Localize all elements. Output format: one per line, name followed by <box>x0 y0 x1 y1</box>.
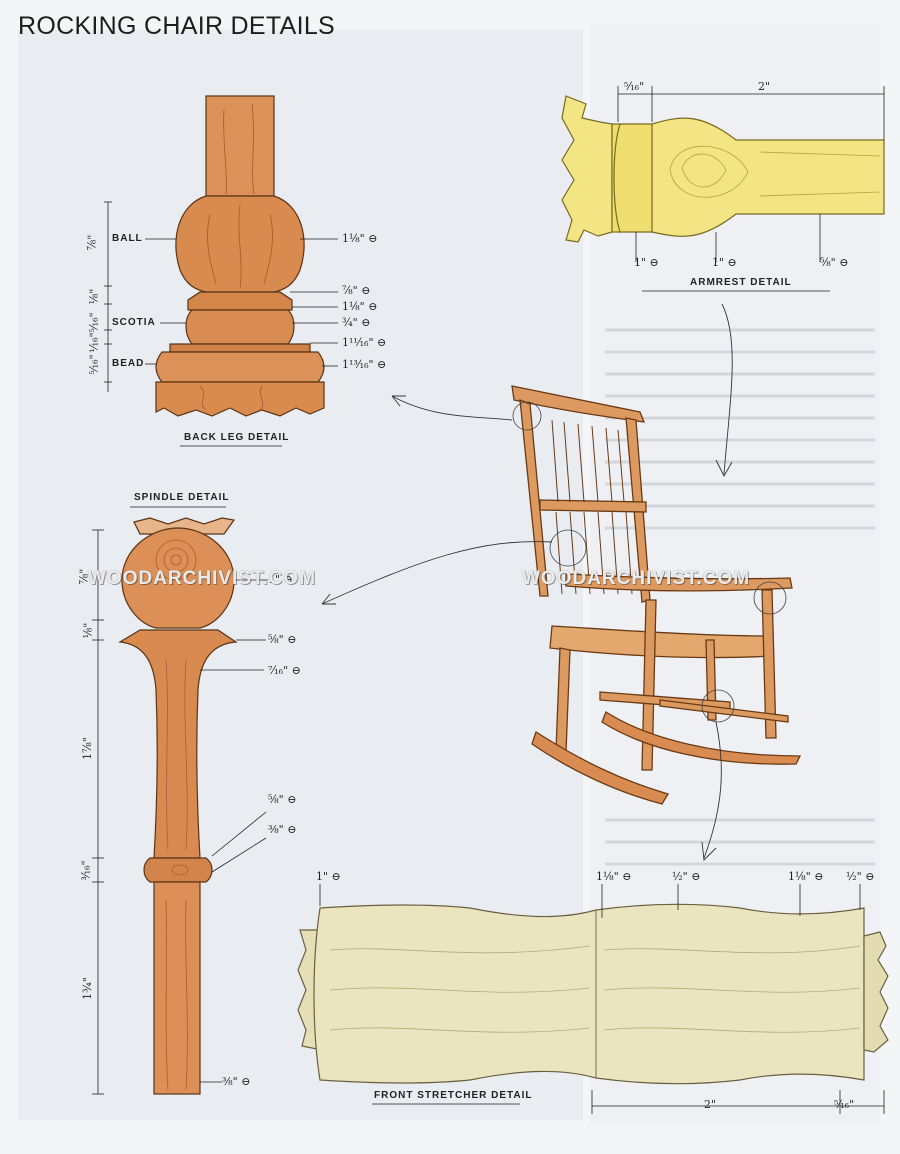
spindle-dim-neck: ⅝" ⊖ <box>268 793 297 806</box>
spindle-caption: SPINDLE DETAIL <box>134 492 230 503</box>
back-leg-dim-lower: 1¹¹⁄₁₆" ⊖ <box>342 336 387 349</box>
watermark-right: WOODARCHIVIST.COM <box>522 568 751 589</box>
stretcher-dim-neck-1: ½" ⊖ <box>672 870 701 883</box>
armrest-dim-tenon-dia: ⅝" ⊖ <box>820 256 849 269</box>
spindle-dim-bead-height: ³⁄₁₆" <box>79 860 93 881</box>
stretcher-dim-bulb-1: 1⅛" ⊖ <box>596 870 632 883</box>
spindle-dim-base-height: 1¾" <box>80 977 94 1000</box>
spindle-dim-collar-height: ⅛" <box>81 622 95 639</box>
back-leg-dim-scotia: ¾" ⊖ <box>342 316 371 329</box>
armrest-drawing <box>561 95 885 243</box>
back-leg-dim-bead: 1¹³⁄₁₆" ⊖ <box>342 358 387 371</box>
back-leg-drawing <box>155 95 325 417</box>
front-stretcher-drawing <box>297 903 889 1085</box>
armrest-caption: ARMREST DETAIL <box>690 277 792 288</box>
front-stretcher-caption: FRONT STRETCHER DETAIL <box>374 1090 533 1101</box>
back-leg-dimension-lines <box>104 201 338 392</box>
spindle-drawing <box>118 517 238 1095</box>
front-stretcher-dimension-lines <box>319 884 885 1114</box>
page-title: ROCKING CHAIR DETAILS <box>18 12 335 40</box>
stretcher-dim-end-length: ⁵⁄₁₆" <box>834 1098 855 1111</box>
stretcher-dim-end: 1" ⊖ <box>316 870 341 883</box>
armrest-dim-length: 2" <box>758 80 771 93</box>
spindle-dim-taper: ⁷⁄₁₆" ⊖ <box>268 664 301 677</box>
back-leg-label-bead: BEAD <box>112 358 145 369</box>
watermark-left: WOODARCHIVIST.COM <box>88 568 317 589</box>
back-leg-label-ball: BALL <box>112 233 143 244</box>
spindle-dim-flare: ⅝" ⊖ <box>268 633 297 646</box>
spindle-dim-bead: ⅜" ⊖ <box>268 823 297 836</box>
armrest-dim-neck-dia: 1" ⊖ <box>712 256 737 269</box>
armrest-dim-collar-width: ⁵⁄₁₆" <box>624 80 645 93</box>
armrest-dim-collar-dia: 1" ⊖ <box>634 256 659 269</box>
stretcher-dim-neck-2: ½" ⊖ <box>846 870 875 883</box>
back-leg-label-scotia: SCOTIA <box>112 317 156 328</box>
armrest-dimension-lines <box>617 86 885 262</box>
back-leg-dim-bead-height: ⁵⁄₁₆" <box>87 354 101 375</box>
spindle-dimension-lines <box>92 529 268 1095</box>
stretcher-dim-half-length: 2" <box>704 1098 717 1111</box>
back-leg-dim-ball: 1⅛" ⊖ <box>342 232 378 245</box>
spindle-dim-ball: 1" ⊖ <box>268 573 293 586</box>
spindle-dim-shaft-height: 1⅞" <box>80 737 94 760</box>
stretcher-dim-bulb-2: 1⅛" ⊖ <box>788 870 824 883</box>
back-leg-dim-ball-height: ⅞" <box>85 234 99 251</box>
back-leg-dim-collar: ⅞" ⊖ <box>342 284 371 297</box>
back-leg-dim-scotia-height: ⁵⁄₁₆" <box>87 312 101 333</box>
callout-arrows <box>321 303 733 861</box>
spindle-dim-tenon: ⅜" ⊖ <box>222 1075 251 1088</box>
back-leg-dim-fillet: 1⅛" ⊖ <box>342 300 378 313</box>
back-leg-dim-fillet-height: ¹⁄₁₆" <box>87 332 101 353</box>
rocking-chair-drawing <box>511 385 802 805</box>
back-leg-dim-collar-height: ⅛" <box>87 288 101 305</box>
back-leg-caption: BACK LEG DETAIL <box>184 432 290 443</box>
